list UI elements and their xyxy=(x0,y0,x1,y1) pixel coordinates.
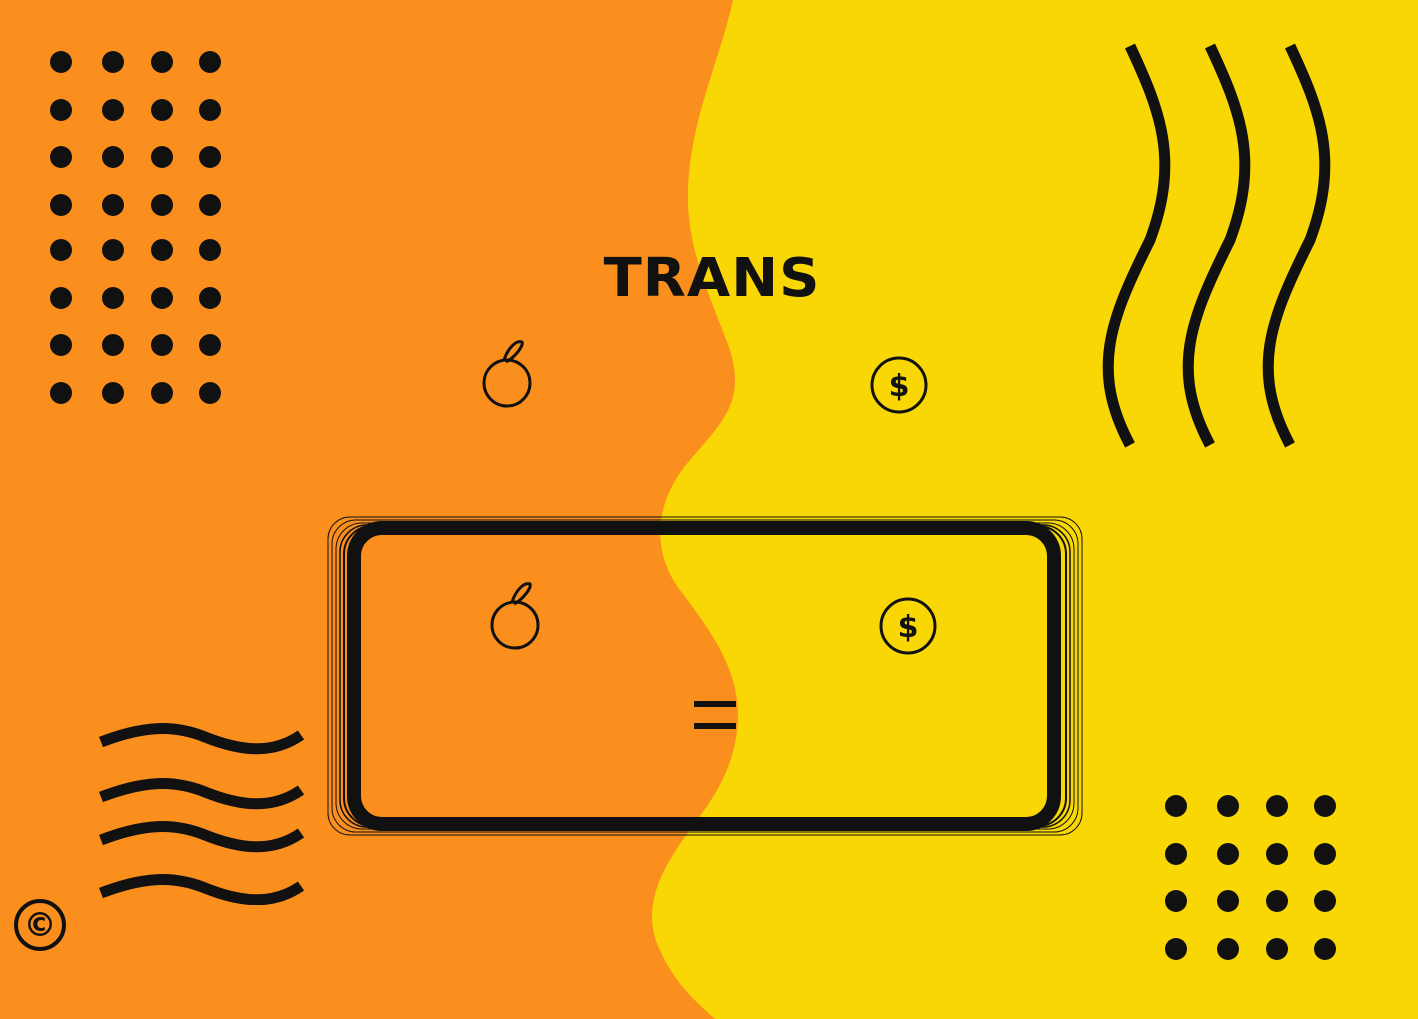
dot-grid-bottom-right xyxy=(1165,795,1336,960)
card-frame xyxy=(327,516,1083,836)
vertical-waves xyxy=(1102,43,1331,448)
card-dollar-coin-icon: $ xyxy=(879,597,937,655)
horizontal-waves xyxy=(99,723,305,905)
dollar-coin-icon: $ xyxy=(870,356,928,414)
orange-fruit-icon xyxy=(482,340,532,408)
title: TRANS xyxy=(603,247,821,310)
copyright-icon: © xyxy=(14,899,66,951)
card-orange-fruit-icon xyxy=(490,582,540,650)
equals-icon xyxy=(694,701,736,729)
orange-region xyxy=(0,0,739,1019)
svg-text:$: $ xyxy=(898,610,919,645)
dot-grid-top-left xyxy=(50,51,221,404)
svg-text:$: $ xyxy=(889,369,910,404)
